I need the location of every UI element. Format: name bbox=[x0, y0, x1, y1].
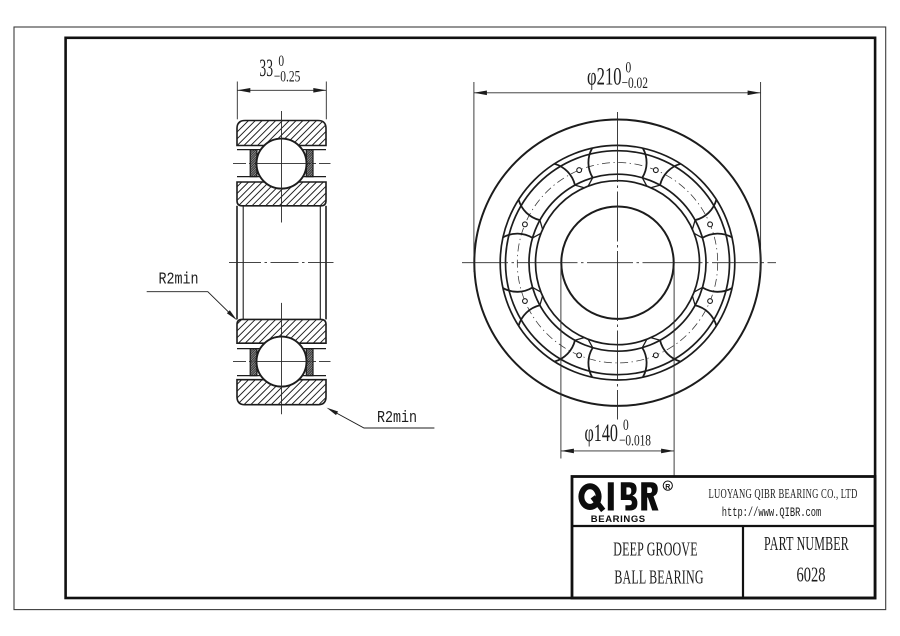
svg-text:0: 0 bbox=[278, 53, 284, 70]
svg-text:−0.25: −0.25 bbox=[274, 69, 301, 86]
svg-text:R2min: R2min bbox=[159, 271, 199, 290]
svg-text:−0.018: −0.018 bbox=[619, 433, 651, 450]
svg-text:φ140: φ140 bbox=[584, 418, 617, 447]
svg-text:0: 0 bbox=[623, 417, 629, 434]
svg-text:BEARINGS: BEARINGS bbox=[591, 514, 646, 525]
svg-text:R2min: R2min bbox=[377, 409, 417, 428]
svg-text:BALL BEARING: BALL BEARING bbox=[614, 565, 703, 588]
svg-text:LUOYANG QIBR BEARING CO., LTD: LUOYANG QIBR BEARING CO., LTD bbox=[708, 487, 857, 501]
svg-text:−0.02: −0.02 bbox=[622, 75, 649, 92]
svg-text:0: 0 bbox=[626, 60, 632, 77]
svg-text:http://www.QIBR.com: http://www.QIBR.com bbox=[722, 507, 822, 521]
svg-text:33: 33 bbox=[259, 55, 273, 82]
svg-text:PART NUMBER: PART NUMBER bbox=[764, 532, 849, 555]
svg-text:6028: 6028 bbox=[797, 563, 826, 586]
svg-text:φ210: φ210 bbox=[587, 62, 622, 90]
svg-text:R: R bbox=[665, 484, 670, 491]
svg-text:DEEP GROOVE: DEEP GROOVE bbox=[613, 537, 697, 560]
